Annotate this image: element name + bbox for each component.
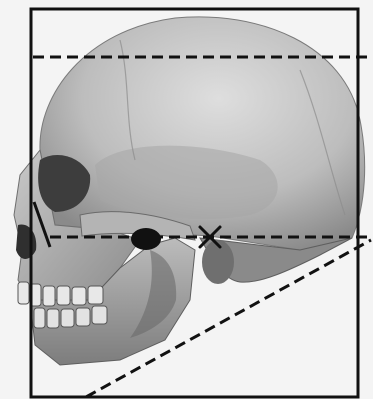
orbitale-point (131, 228, 161, 250)
